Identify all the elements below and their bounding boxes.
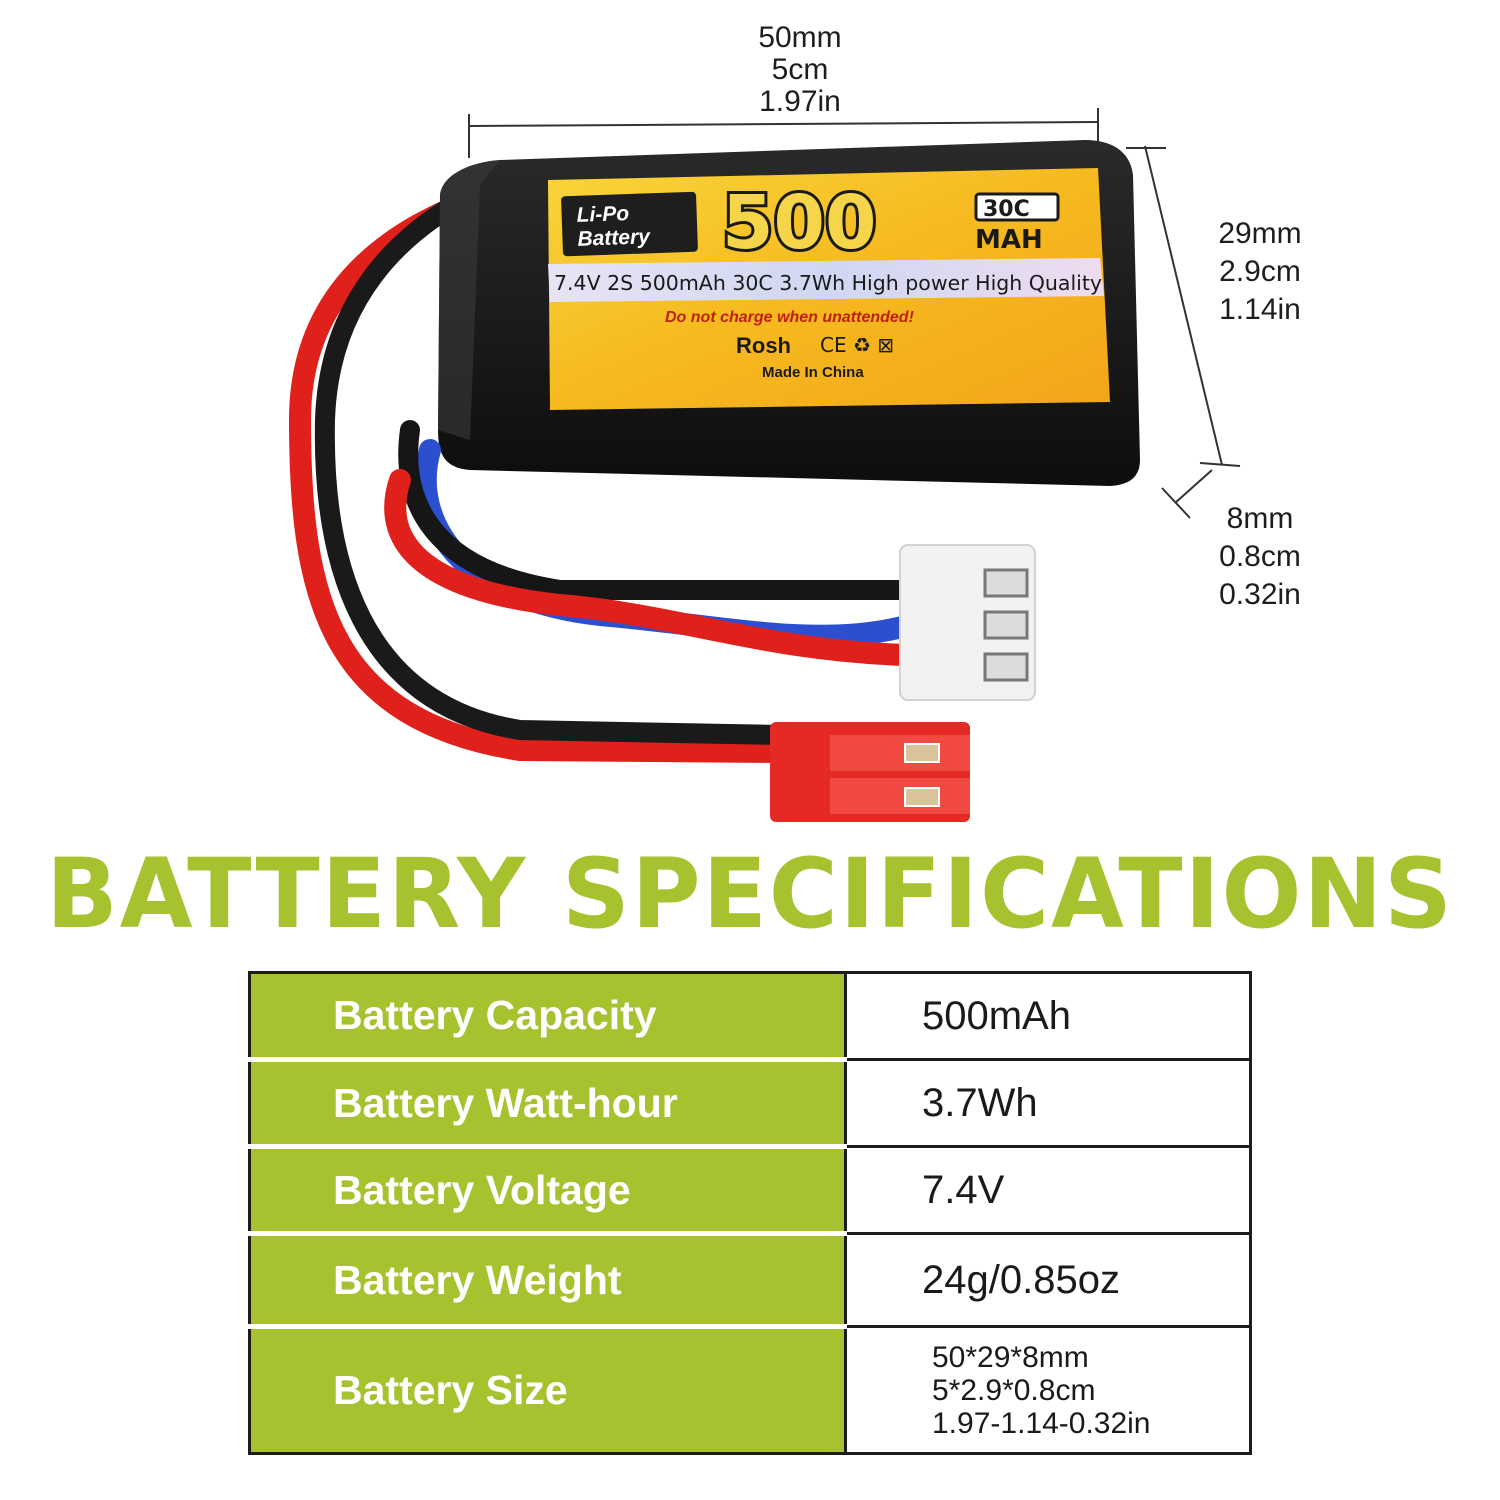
red-balance-wire <box>384 469 916 666</box>
height-dimension-line <box>1126 145 1241 467</box>
label-type-line1: Li-Po <box>576 202 629 227</box>
size-in: 1.97-1.14-0.32in <box>932 1406 1151 1440</box>
label-type-line2: Battery <box>577 225 651 251</box>
spec-value-size: 50*29*8mm 5*2.9*0.8cm 1.97-1.14-0.32in <box>844 1325 1252 1455</box>
width-mm: 50mm <box>758 21 842 54</box>
label-capacity-big: 500 <box>722 180 876 266</box>
black-balance-wire <box>398 420 920 600</box>
spec-label: Battery Capacity <box>248 971 847 1062</box>
label-spec-line: 7.4V 2S 500mAh 30C 3.7Wh High power High… <box>554 271 1102 295</box>
battery-label: Li-Po Battery 500 30C MAH 7.4V 2S 500mAh… <box>548 168 1110 410</box>
jst-power-connector <box>770 722 970 822</box>
spec-label: Battery Size <box>248 1325 847 1455</box>
page-title: BATTERY SPECIFICATIONS <box>46 838 1454 950</box>
size-mm: 50*29*8mm <box>932 1340 1089 1374</box>
spec-value: 500mAh <box>844 971 1252 1061</box>
spec-label: Battery Watt-hour <box>248 1058 847 1149</box>
thickness-dimension: 8mm 0.8cm 0.32in <box>1185 503 1335 611</box>
thickness-cm: 0.8cm <box>1219 540 1301 573</box>
specs-table: Battery Capacity 500mAh Battery Watt-hou… <box>248 971 1252 1455</box>
label-warning: Do not charge when unattended! <box>665 309 915 326</box>
width-dimension: 50mm 5cm 1.97in <box>700 22 900 118</box>
thickness-dimension-line <box>1161 469 1213 519</box>
label-unit: MAH <box>975 225 1043 255</box>
spec-label: Battery Voltage <box>248 1145 847 1236</box>
table-row: Battery Voltage 7.4V <box>248 1145 1252 1236</box>
spec-value: 3.7Wh <box>844 1058 1252 1148</box>
table-row: Battery Size 50*29*8mm 5*2.9*0.8cm 1.97-… <box>248 1325 1252 1455</box>
thickness-mm: 8mm <box>1226 502 1294 535</box>
spec-value: 7.4V <box>844 1145 1252 1235</box>
width-dimension-line <box>468 108 1099 158</box>
thickness-in: 0.32in <box>1219 578 1301 611</box>
size-cm: 5*2.9*0.8cm <box>932 1373 1096 1407</box>
balance-connector <box>899 544 1036 701</box>
label-brand: Rosh <box>736 333 791 358</box>
table-row: Battery Weight 24g/0.85oz <box>248 1232 1252 1329</box>
battery-product-image: Li-Po Battery 500 30C MAH 7.4V 2S 500mAh… <box>288 108 1241 822</box>
height-cm: 2.9cm <box>1219 255 1301 288</box>
black-power-wire <box>314 180 790 745</box>
table-row: Battery Watt-hour 3.7Wh <box>248 1058 1252 1149</box>
table-row: Battery Capacity 500mAh <box>248 971 1252 1062</box>
height-in: 1.14in <box>1219 293 1301 326</box>
width-in: 1.97in <box>759 85 841 118</box>
spec-value: 24g/0.85oz <box>844 1232 1252 1328</box>
width-cm: 5cm <box>771 53 829 86</box>
label-cert-marks: CE ♻ ⊠ <box>820 333 894 357</box>
height-mm: 29mm <box>1218 217 1302 250</box>
height-dimension: 29mm 2.9cm 1.14in <box>1185 218 1335 326</box>
label-c-rating: 30C <box>983 197 1030 222</box>
spec-label: Battery Weight <box>248 1232 847 1329</box>
label-origin: Made In China <box>762 364 864 381</box>
